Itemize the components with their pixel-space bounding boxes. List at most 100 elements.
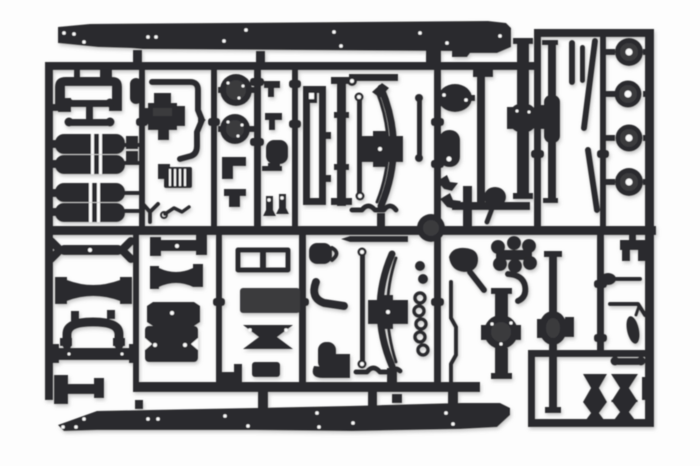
spring-hanger-hourglass (611, 374, 638, 402)
rail-rivet-hole (246, 424, 250, 428)
cover-plate (438, 84, 472, 112)
cover-plate-hole (464, 98, 468, 102)
hub-knob (418, 274, 428, 284)
right-section-left-runner (534, 29, 541, 228)
engine-mount (142, 108, 148, 124)
rail-rivet-hole (244, 28, 248, 32)
spool-plate (55, 277, 67, 304)
tank-mount-stub (52, 160, 56, 168)
cup-part (309, 243, 332, 264)
clamp-foot (113, 338, 125, 346)
diff-wing (538, 105, 546, 129)
spring-eye-hole (357, 95, 361, 99)
bushing-ring (416, 343, 430, 357)
liner-tab (326, 132, 331, 139)
valve-fitting (440, 193, 461, 209)
drum-stub (249, 126, 255, 132)
wheel-stub (643, 91, 647, 97)
drum-hole (226, 120, 230, 124)
bottom-rail-stub (368, 390, 377, 409)
grille-slot (174, 169, 176, 186)
dumbbell-end (636, 356, 646, 366)
liner-cap (303, 198, 326, 205)
rail-rivet-hole (154, 35, 158, 39)
leaf-lever-stem (634, 304, 641, 317)
reservoir-tank (439, 130, 460, 167)
clip-fitting (264, 81, 280, 97)
spring-eye-hole (360, 362, 364, 366)
sprue-group (45, 21, 656, 431)
gate-block (377, 213, 385, 227)
bent-rod (449, 280, 458, 384)
cover-plate-hole (442, 93, 446, 97)
axle-tube-cap (513, 193, 533, 199)
u-channel-rib (260, 250, 266, 270)
elbow-block (330, 354, 350, 378)
rail-rivet-hole (223, 414, 227, 418)
pin-fitting (580, 45, 585, 83)
fuel-tank (55, 155, 125, 174)
wheel-stub (606, 179, 615, 185)
cup-handle (330, 246, 339, 262)
bushing-ring (412, 304, 426, 318)
runner-vertical (211, 66, 217, 228)
axle-tube (495, 348, 508, 375)
sprue-gate-node (208, 118, 220, 126)
rail-rivet-hole (315, 411, 319, 415)
axle-shaft-cap (542, 40, 558, 45)
corner-bracket (234, 364, 242, 384)
spool-web (67, 280, 120, 301)
frame-liner (303, 86, 310, 205)
wheel-stub (606, 135, 615, 141)
tank-mount-stub (52, 140, 56, 148)
l-bracket (222, 157, 246, 179)
right-lower-runner (597, 230, 604, 352)
leg-hole (280, 196, 284, 200)
rail-rivet-hole (222, 39, 226, 43)
sprue-gate-node (531, 150, 544, 158)
tank-bracket (126, 136, 138, 149)
diff-wing (565, 317, 574, 337)
drum-stub (218, 126, 223, 132)
stabilizer-end (105, 117, 115, 127)
hub-cluster-bar (496, 250, 532, 260)
bowtie-hole (248, 328, 252, 332)
torque-rod-end (415, 154, 423, 162)
tank-band-groove (89, 203, 92, 222)
axle-tube-cap (491, 288, 512, 294)
diff-bolt-hole (490, 322, 494, 326)
right-frame-edge (645, 29, 654, 426)
bushing-ring (413, 291, 427, 305)
hub-knob (493, 257, 507, 271)
shovel-stem (484, 203, 496, 225)
fuel-tank (55, 134, 125, 154)
angle-rod (608, 302, 647, 317)
diff-wing (507, 107, 515, 129)
spool-web (159, 268, 193, 287)
leg-fitting (263, 196, 276, 216)
top-rail-tab (256, 51, 265, 63)
tank-band-groove (89, 183, 92, 202)
runner-vertical (299, 230, 306, 386)
rail-rivet-hole (351, 421, 355, 425)
leaf-lever-blade (626, 316, 640, 344)
wheel-hub-hole (625, 134, 633, 142)
liner-flag-hole (309, 93, 314, 99)
drum-hole (236, 134, 240, 138)
torque-arm (581, 38, 598, 131)
t-bracket-plate (54, 375, 68, 404)
top-chassis-rail (58, 21, 511, 57)
right-section-top-bar (537, 29, 647, 37)
drum-stub (251, 87, 255, 93)
runner-vertical (139, 66, 145, 228)
flywheel-face (423, 220, 439, 236)
spool-plate (193, 264, 203, 287)
u-channel (235, 247, 291, 273)
axle-tube (517, 132, 529, 194)
hub-knob (508, 259, 522, 273)
wheel-stub (643, 49, 647, 55)
torque-bar-eye-hole (350, 79, 354, 83)
clamp-post (71, 311, 79, 321)
channel-node (334, 164, 349, 170)
